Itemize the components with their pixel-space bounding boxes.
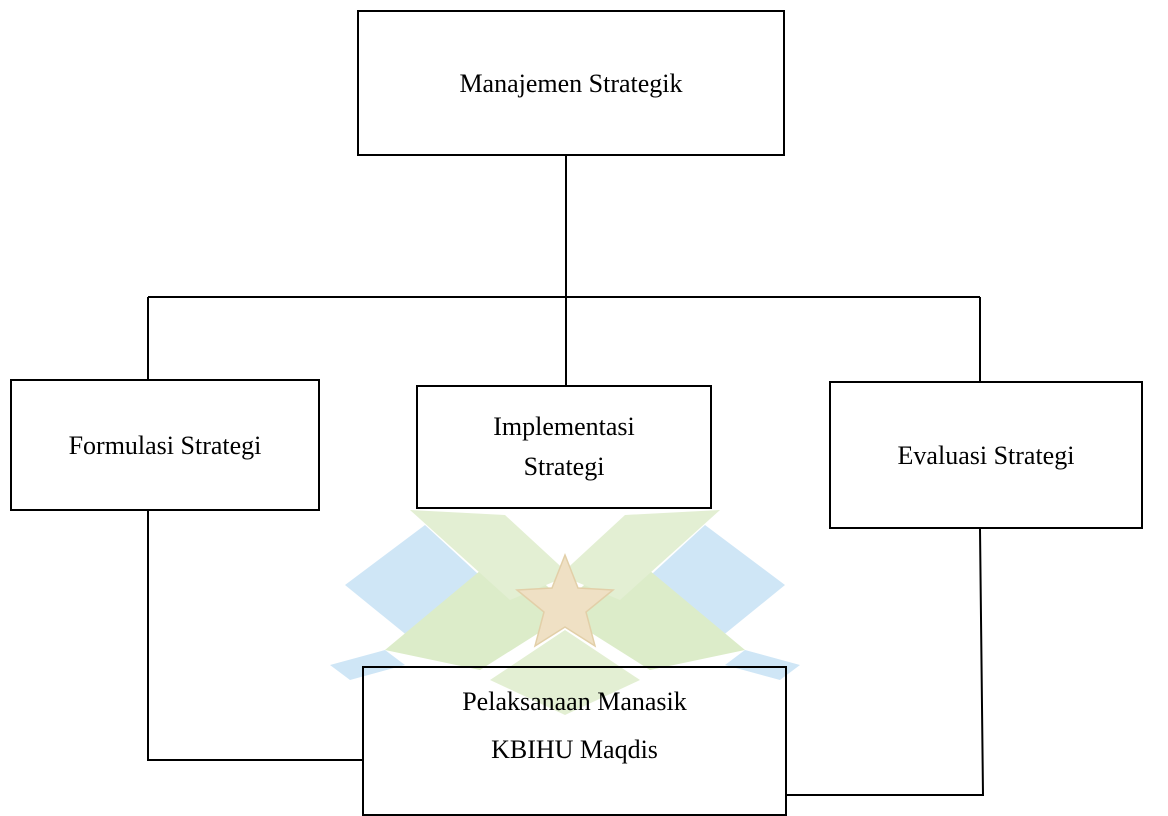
- node-label-line1: Pelaksanaan Manasik: [462, 687, 687, 716]
- node-formulasi-strategi: Formulasi Strategi: [10, 379, 320, 511]
- connector-evaluasi-to-pelaksanaan: [787, 528, 985, 796]
- watermark-green-lower: [490, 630, 640, 715]
- watermark-star: [515, 552, 615, 648]
- node-label-line2: KBIHU Maqdis: [491, 735, 658, 765]
- watermark-blue-lower-right: [725, 650, 800, 680]
- node-manajemen-strategik: Manajemen Strategik: [357, 10, 785, 156]
- watermark-green-leaf-left-top: [410, 510, 570, 600]
- node-label: Manajemen Strategik: [459, 68, 683, 98]
- node-label-line1: Implementasi: [493, 411, 635, 441]
- watermark-blue-lower-left: [330, 650, 405, 680]
- star-logo-watermark-icon: [330, 480, 800, 715]
- node-label: Evaluasi Strategi: [897, 440, 1075, 470]
- node-label: Formulasi Strategi: [68, 430, 262, 460]
- node-pelaksanaan-manasik: Pelaksanaan Manasik KBIHU Maqdis: [362, 666, 787, 816]
- node-implementasi-strategi: Implementasi Strategi: [416, 385, 712, 509]
- watermark-green-leaf-right-top: [560, 510, 720, 600]
- node-evaluasi-strategi: Evaluasi Strategi: [829, 381, 1143, 529]
- node-label-line2: Strategi: [523, 452, 605, 481]
- connector-formulasi-to-pelaksanaan: [147, 511, 362, 761]
